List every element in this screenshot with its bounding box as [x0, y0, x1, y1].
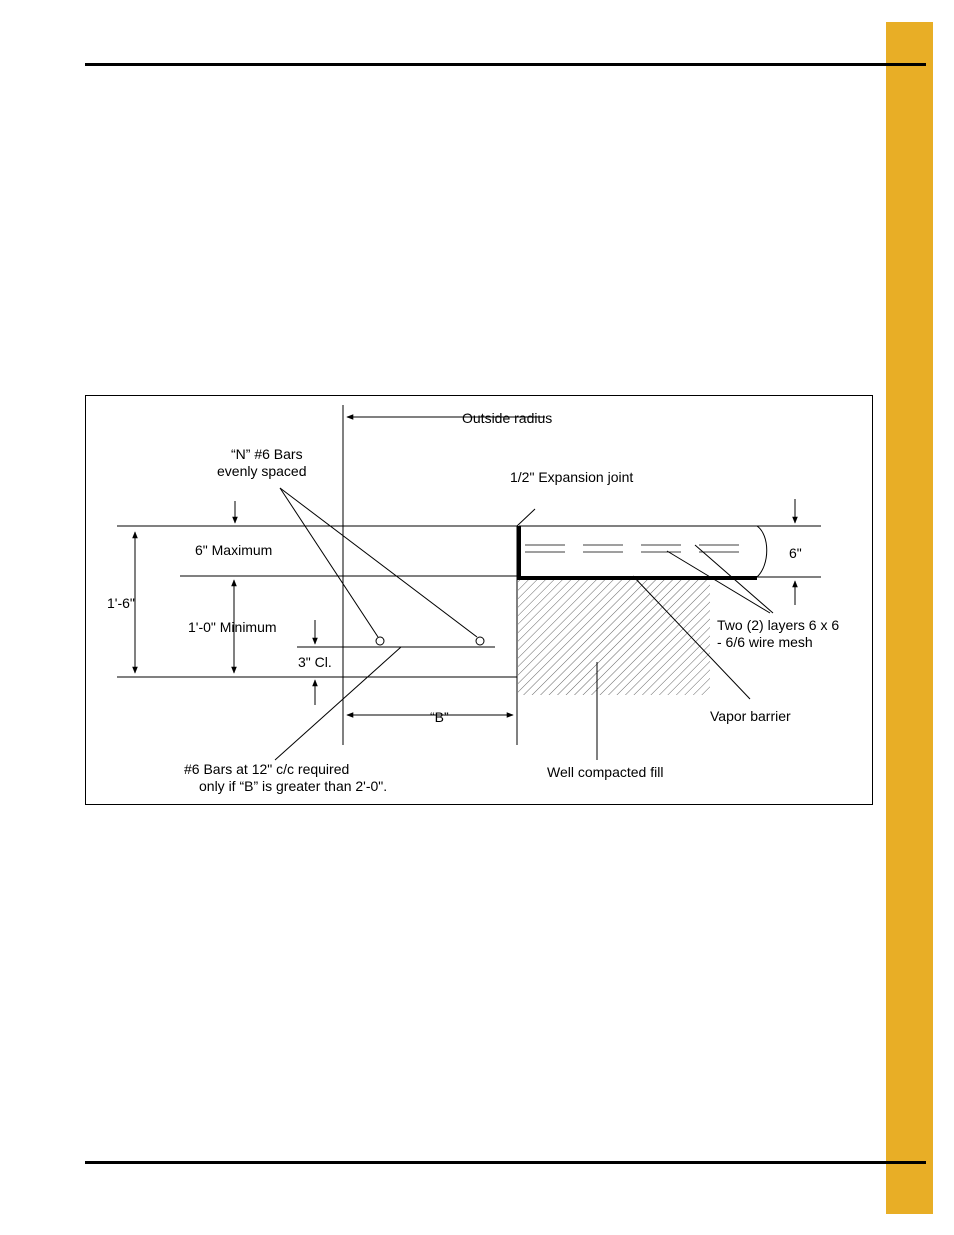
bars-note-line2: only if “B” is greater than 2'-0". — [199, 778, 387, 794]
one-foot-minimum-label: 1'-0" Minimum — [188, 619, 277, 635]
header-rule — [85, 63, 926, 66]
compacted-fill-hatch — [518, 578, 710, 695]
n-bars-label-line2: evenly spaced — [217, 463, 307, 479]
foundation-detail-svg: Outside radius “N” #6 Bars evenly spaced… — [85, 395, 873, 805]
grade-lines — [117, 525, 821, 678]
rebar-circle — [375, 636, 385, 646]
wire-mesh-label-line2: - 6/6 wire mesh — [717, 634, 813, 650]
clear-cover-label: 3" Cl. — [298, 654, 332, 670]
rebar-circle — [475, 636, 485, 646]
wire-mesh-lines — [525, 544, 757, 553]
compacted-fill-label: Well compacted fill — [547, 764, 663, 780]
footer-rule — [85, 1161, 926, 1164]
b-dimension-label: “B” — [430, 709, 449, 725]
foundation-detail-diagram: Outside radius “N” #6 Bars evenly spaced… — [85, 395, 873, 805]
dimension-arrows — [132, 414, 798, 718]
vapor-barrier-label: Vapor barrier — [710, 708, 791, 724]
outside-radius-label: Outside radius — [462, 410, 552, 426]
diagram-frame — [85, 395, 873, 805]
six-inch-maximum-label: 6" Maximum — [195, 542, 272, 558]
leader-lines — [274, 487, 774, 761]
wire-mesh-label-line1: Two (2) layers 6 x 6 — [717, 617, 839, 633]
bars-note-line1: #6 Bars at 12" c/c required — [184, 761, 349, 777]
slab-thickness-label: 6" — [789, 545, 802, 561]
side-tab-accent — [886, 22, 933, 1214]
overall-depth-label: 1'-6" — [107, 595, 135, 611]
n-bars-label-line1: “N” #6 Bars — [231, 446, 303, 462]
expansion-joint-label: 1/2" Expansion joint — [510, 469, 633, 485]
